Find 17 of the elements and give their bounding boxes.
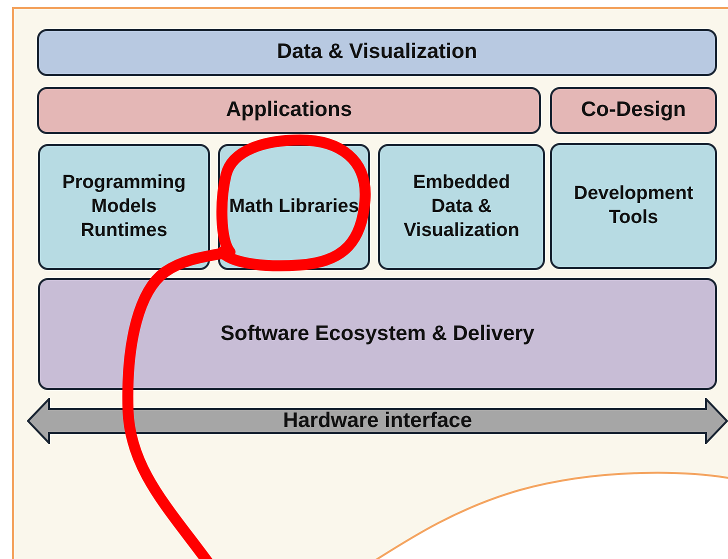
double-arrow (27, 398, 728, 444)
node-label: Software Ecosystem & Delivery (220, 320, 534, 347)
node-label: Math Libraries (229, 195, 359, 219)
node-label: Applications (226, 97, 352, 124)
node-label: Data & Visualization (276, 39, 478, 66)
node-label: Co-Design (581, 97, 686, 124)
layer-bar (550, 87, 717, 134)
component-box (378, 144, 545, 270)
component-box (38, 144, 210, 270)
layer-bar (37, 87, 541, 134)
layer-box (38, 278, 717, 390)
node-label: Programming Models Runtimes (61, 171, 187, 243)
node-label: Development Tools (572, 182, 694, 230)
layer-bar (37, 29, 717, 76)
node-label: Hardware interface (282, 408, 472, 434)
node-label: Embedded Data & Visualization (402, 171, 520, 243)
component-box (550, 143, 717, 269)
